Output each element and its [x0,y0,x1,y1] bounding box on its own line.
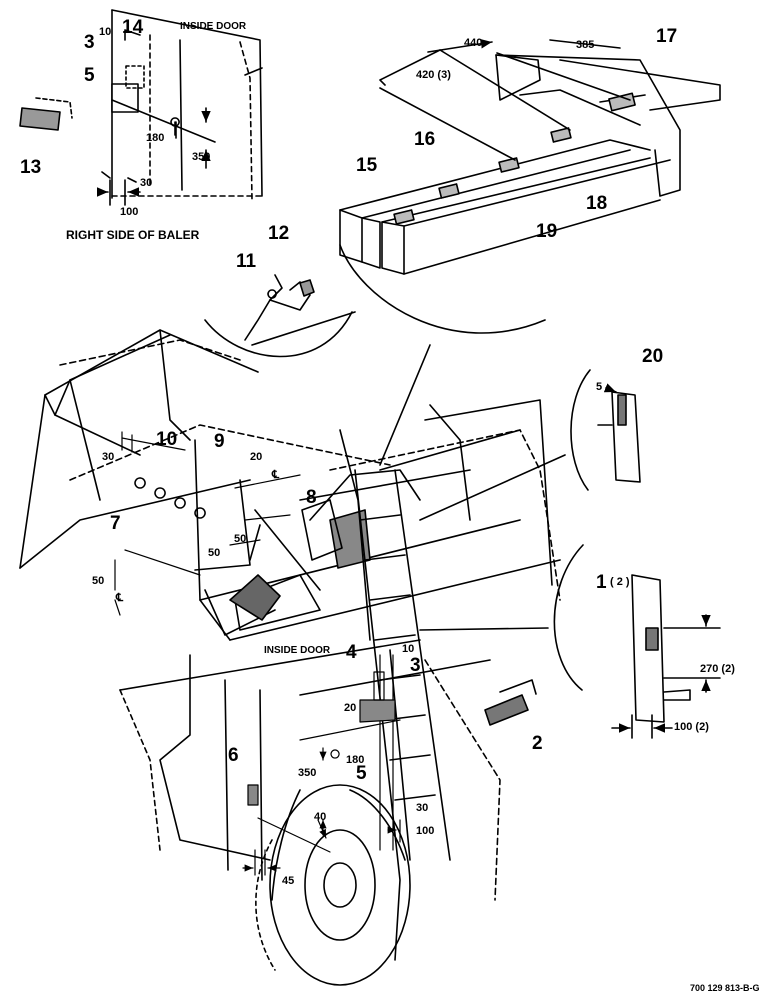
wheel [255,784,411,986]
callout-1: 1 [596,572,607,593]
dim-20-bottom: 20 [344,702,357,714]
dim-100-top: 100 [120,206,139,218]
callout-6: 6 [228,745,239,766]
dim-440: 440 [464,37,483,49]
note-inside-door-bottom: INSIDE DOOR [264,645,331,656]
note-inside-door-top: INSIDE DOOR [180,21,247,32]
callout-4: 4 [346,642,357,663]
centerline-left: ℄ [116,592,124,604]
right-side-panel-inset [96,9,263,206]
dim-100-bottom: 100 [416,825,435,837]
dim-50-c: 50 [92,575,105,587]
dim-350-bottom: 350 [298,767,317,779]
callout-10: 10 [156,429,178,450]
dim-10-top: 10 [99,26,112,38]
callout-1-quantity: ( 2 ) [610,576,630,588]
note-right-side-of-baler: RIGHT SIDE OF BALER [66,228,200,242]
baler-body [19,329,561,901]
callout-20: 20 [642,346,664,367]
callout-8: 8 [306,487,317,508]
callout-5-bottom: 5 [356,763,367,784]
dim-350-top: 350 [192,151,211,163]
handrail [54,329,261,561]
callout-7: 7 [110,513,121,534]
dim-40: 40 [314,811,327,823]
dim-180-bottom: 180 [346,754,365,766]
callout-14: 14 [122,17,144,38]
callout-16: 16 [414,129,436,150]
frame-rails-inset [339,38,721,275]
dim-50-a: 50 [234,533,247,545]
dim-30-top: 30 [140,177,153,189]
callout-5-top: 5 [84,65,95,86]
centerline-mid: ℄ [272,469,280,481]
dim-30-left: 30 [102,451,115,463]
detail-1-sketch [611,574,721,739]
drawing-number: 700 129 813-B-G [690,983,760,993]
dim-100-2: 100 (2) [674,721,709,733]
dim-10-bottom: 10 [402,643,415,655]
dim-180-top: 180 [146,132,165,144]
dim-270-2: 270 (2) [700,663,735,675]
callout-19: 19 [536,221,558,242]
callout-15: 15 [356,155,378,176]
callout-9: 9 [214,431,225,452]
dim-30-bottom: 30 [416,802,429,814]
callout-3-top: 3 [84,32,95,53]
dimension-lines-mid [114,431,301,616]
decal-13-sketch [19,97,73,131]
callout-12: 12 [268,223,290,244]
dim-420: 420 (3) [416,69,451,81]
bracket-sketch [244,274,315,341]
dim-5: 5 [596,381,603,393]
dimension-lines-low [242,654,400,876]
callout-18: 18 [586,193,608,214]
detail-circles [204,244,591,691]
callout-11: 11 [236,251,257,272]
dim-385: 385 [576,39,595,51]
ladder [309,429,451,961]
dim-50-b: 50 [208,547,221,559]
dim-20-mid: 20 [250,451,263,463]
callout-2: 2 [532,733,543,754]
dim-45: 45 [282,875,295,887]
decal-2-sketch [484,679,537,726]
detail-20-sketch [597,383,641,483]
callout-17: 17 [656,26,678,47]
callout-13: 13 [20,157,42,178]
callout-3-bottom: 3 [410,655,421,676]
